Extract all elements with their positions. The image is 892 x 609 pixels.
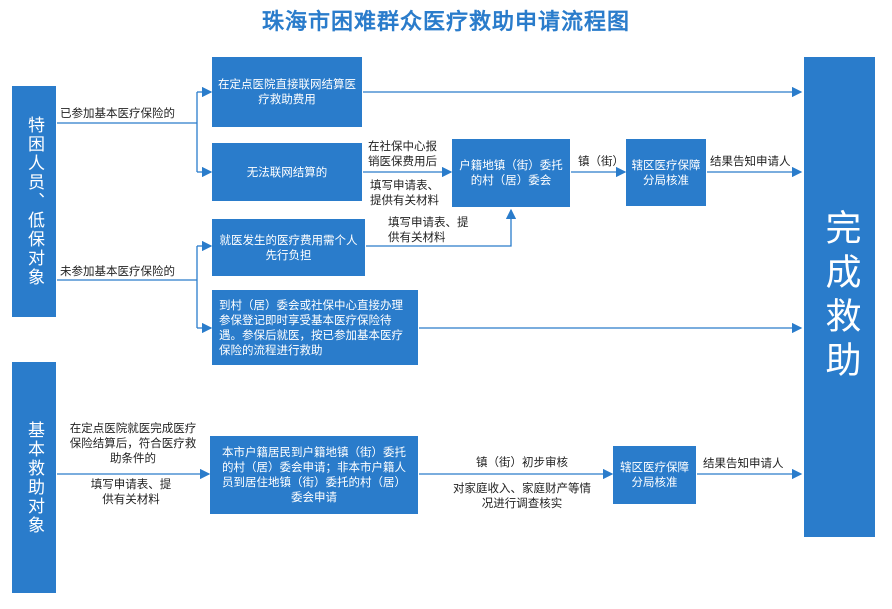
self-pay-box: 就医发生的医疗费用需个人先行负担 [212,219,365,276]
district-bureau-box-2: 辖区医疗保障分局核准 [613,446,696,504]
resident-apply-box: 本市户籍居民到户籍地镇（街）委托的村（居）委会申请；非本市户籍人员到居住地镇（街… [210,436,418,514]
household-committee-box: 户籍地镇（街）委托的村（居）委会 [452,139,570,207]
notify-label-2: 结果告知申请人 [703,456,784,470]
district-bureau-box-1: 辖区医疗保障分局核准 [626,139,706,206]
no-network-box: 无法联网结算的 [212,143,362,201]
notify-label-1: 结果告知申请人 [710,154,791,168]
page-title: 珠海市困难群众医疗救助申请流程图 [261,9,630,35]
social-center-label: 在社保中心报销医保费用后 [368,139,437,168]
investigate-label: 对家庭收入、家庭财产等情况进行调查核实 [453,481,591,510]
special-group-box: 特困人员、低保对象 [12,86,56,317]
fill-form-label-2: 填写申请表、提供有关材料 [388,215,469,244]
basic-condition-label: 在定点医院就医完成医疗保险结算后，符合医疗救助条件的 [69,421,197,465]
complete-box: 完成救助 [804,57,875,537]
insured-label: 已参加基本医疗保险的 [60,106,175,120]
direct-settle-box: 在定点医院直接联网结算医疗救助费用 [212,57,362,127]
town-label: 镇（街） [578,154,624,168]
uninsured-label: 未参加基本医疗保险的 [60,264,175,278]
basic-group-box: 基本救助对象 [12,362,56,593]
fill-form-label-3: 填写申请表、提供有关材料 [90,477,172,506]
fill-form-label-1: 填写申请表、提供有关材料 [370,178,439,207]
town-review-label: 镇（街）初步审核 [476,455,568,469]
enroll-box: 到村（居）委会或社保中心直接办理参保登记即时享受基本医疗保险待遇。参保后就医，按… [212,290,418,365]
